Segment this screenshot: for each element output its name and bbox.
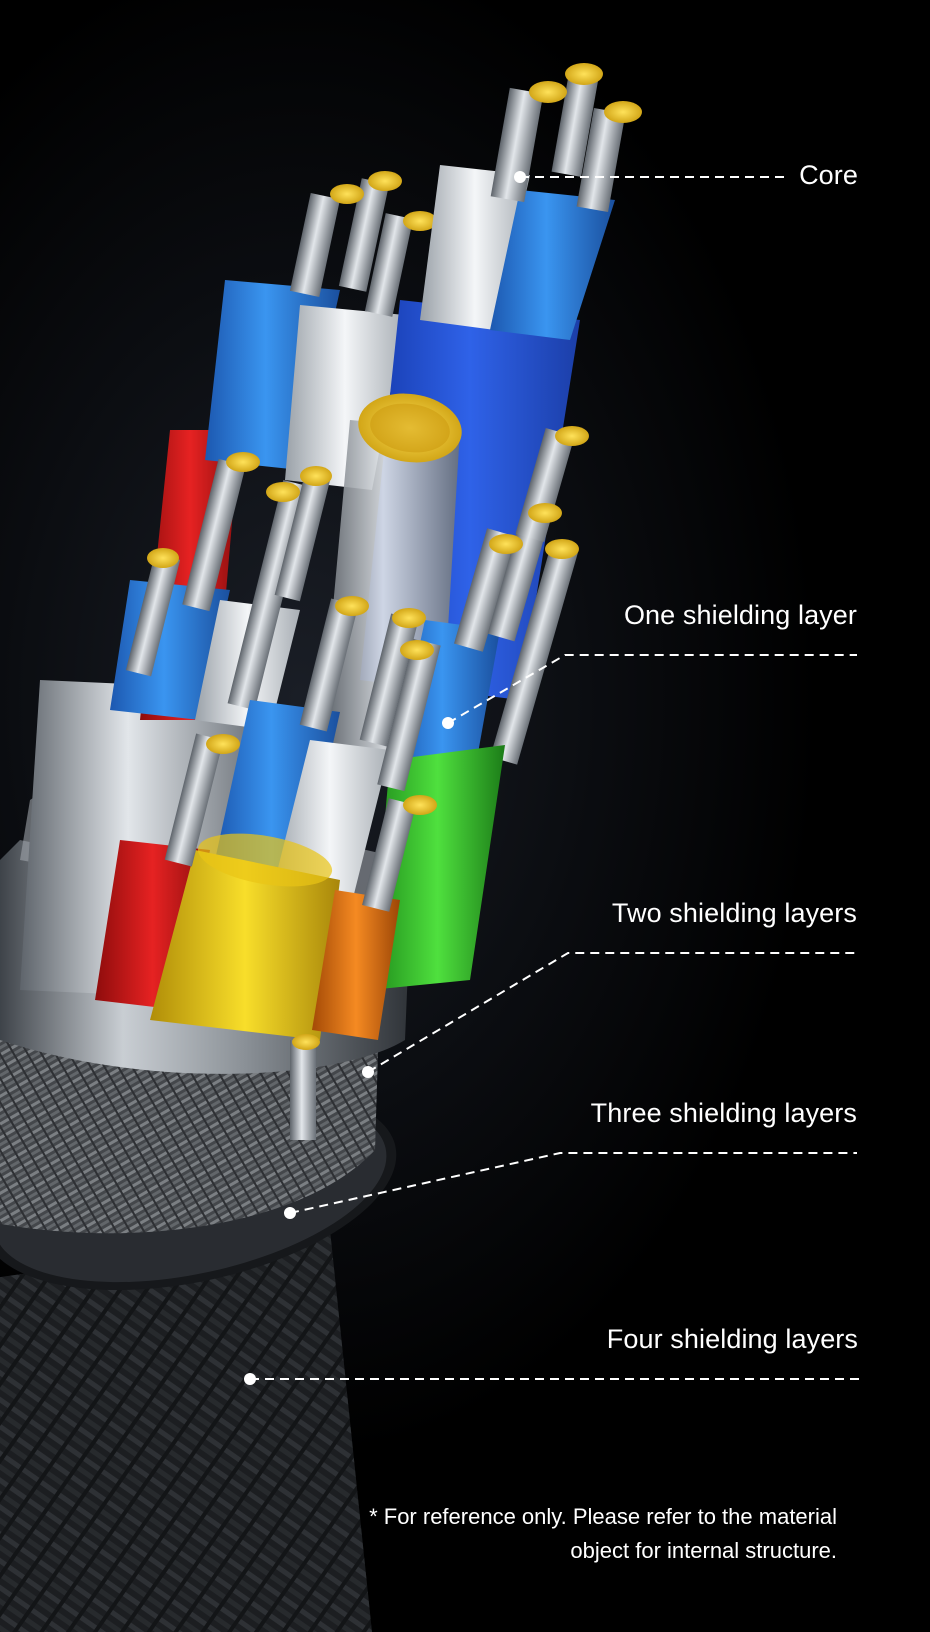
- disclaimer-line-2: object for internal structure.: [570, 1538, 837, 1563]
- disclaimer-note: * For reference only. Please refer to th…: [277, 1500, 837, 1568]
- label-core: Core: [799, 160, 858, 190]
- dot-three-layers: [284, 1207, 296, 1219]
- leader-one-layer: [447, 654, 857, 724]
- callout-dots: [244, 171, 526, 1385]
- dot-two-layers: [362, 1066, 374, 1078]
- pair-group-middle-left: [110, 452, 332, 730]
- dot-four-layers: [244, 1373, 256, 1385]
- pair-group-front-colored: [95, 733, 437, 1140]
- dot-core: [514, 171, 526, 183]
- leader-three-layers: [289, 1152, 857, 1214]
- leader-two-layers: [367, 952, 857, 1073]
- label-one-shielding-layer: One shielding layer: [623, 600, 857, 630]
- pair-group-back-left: [140, 171, 437, 720]
- outer-braided-jacket: [0, 1230, 372, 1632]
- label-four-shielding-layers: Four shielding layers: [606, 1324, 858, 1354]
- label-three-shielding-layers: Three shielding layers: [590, 1098, 857, 1128]
- callout-leaders: [250, 176, 860, 1380]
- dot-one-layer: [442, 717, 454, 729]
- disclaimer-line-1: * For reference only. Please refer to th…: [369, 1504, 837, 1529]
- label-two-shielding-layers: Two shielding layers: [611, 898, 857, 928]
